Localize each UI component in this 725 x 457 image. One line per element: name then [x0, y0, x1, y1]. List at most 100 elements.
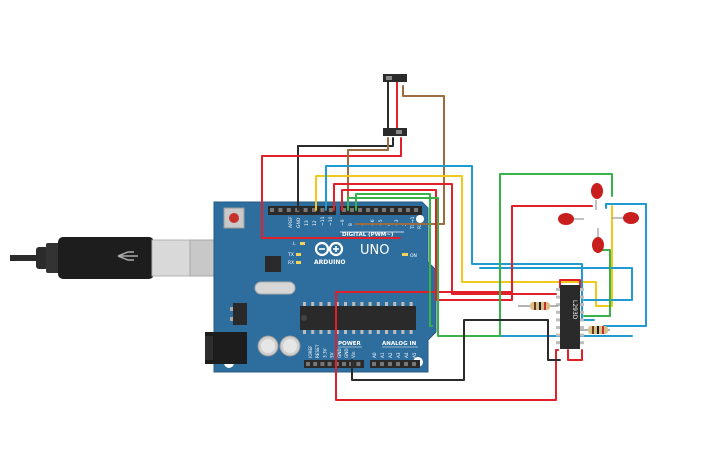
- wire-black-gnd[interactable]: [297, 137, 394, 211]
- pin-hole: [350, 208, 354, 212]
- resistor-band: [544, 302, 546, 310]
- pin-hole: [366, 208, 370, 212]
- on-label: ON: [410, 253, 417, 259]
- chip-pin: [393, 330, 397, 334]
- analog-pin-label: A2: [388, 352, 393, 358]
- pin-hole: [278, 208, 283, 212]
- pin-hole: [270, 208, 274, 212]
- resistor-left[interactable]: [518, 302, 558, 310]
- wire-red-ic-bottom[interactable]: [567, 349, 583, 361]
- pin-hole: [390, 208, 394, 212]
- rx-label: RX: [288, 260, 294, 266]
- wire-green-pin9[interactable]: [347, 173, 613, 337]
- wire-red-5v[interactable]: [261, 137, 402, 239]
- capacitor-top: [261, 339, 275, 353]
- l-label: L: [293, 241, 296, 247]
- switch-bottom[interactable]: [383, 128, 407, 136]
- wire-brown[interactable]: [355, 85, 445, 225]
- chip-pin: [376, 302, 380, 306]
- led-bulb: [558, 213, 574, 225]
- pin-hole: [328, 208, 333, 212]
- wire-red-pin9[interactable]: [341, 189, 593, 301]
- chip-pin: [360, 302, 364, 306]
- pin-hole: [388, 362, 392, 366]
- ic-pin: [556, 288, 560, 291]
- reset-button-cap[interactable]: [229, 213, 239, 223]
- chip-pin: [344, 302, 347, 306]
- pin-label-5: ~5: [378, 219, 384, 226]
- pin-hole: [356, 362, 361, 366]
- power-label: POWER: [338, 341, 362, 347]
- arduino-logo-icon: [314, 241, 344, 257]
- ic-pin: [556, 310, 560, 314]
- chip-pin: [368, 330, 372, 334]
- wire-yellow-pin12[interactable]: [315, 175, 613, 307]
- wire-red-pin10[interactable]: [333, 183, 557, 295]
- resistor-band: [602, 326, 604, 334]
- wire-blue-led[interactable]: [603, 203, 647, 327]
- usb-plug-metal: [151, 239, 191, 277]
- ic-pin: [580, 341, 584, 345]
- wire-red-vin[interactable]: [335, 349, 559, 401]
- led-top[interactable]: [591, 183, 603, 210]
- led-bulb: [623, 212, 639, 224]
- chip-pin: [376, 330, 380, 334]
- pin-label-8: 8: [348, 223, 354, 226]
- wire-brown-2[interactable]: [347, 137, 389, 211]
- slide-switch[interactable]: [383, 74, 407, 136]
- atmega-chip: [300, 306, 416, 330]
- analog-pin-label: A3: [396, 352, 401, 358]
- chip-pin: [303, 302, 306, 306]
- chip-pin: [409, 302, 413, 306]
- chip-pin: [319, 302, 323, 306]
- ic-body: [560, 285, 580, 349]
- led-left[interactable]: [558, 213, 584, 225]
- wire-black-gnd-ic[interactable]: [351, 319, 561, 381]
- analog-label: ANALOG IN: [382, 341, 417, 347]
- resistor-right[interactable]: [580, 326, 610, 334]
- analog-pin-label: A1: [380, 352, 385, 358]
- wire-blue-2[interactable]: [479, 267, 633, 301]
- pin-hole: [414, 208, 418, 212]
- pin-hole: [406, 208, 410, 212]
- switch-top[interactable]: [383, 74, 407, 82]
- l293d-driver[interactable]: L293D: [556, 285, 584, 349]
- ic-pin: [556, 341, 560, 345]
- ic-pin: [556, 295, 560, 299]
- chip-pins: [303, 302, 413, 334]
- wire-blue-pin11[interactable]: [325, 165, 595, 321]
- led-bulb: [592, 237, 604, 253]
- wire-green-led[interactable]: [583, 249, 611, 317]
- usb-cable[interactable]: [10, 237, 235, 279]
- pin-hole: [320, 208, 325, 212]
- led-bottom[interactable]: [592, 228, 604, 253]
- chip-pin: [344, 330, 347, 334]
- top-pin-holes: [270, 208, 418, 212]
- pin-hole: [396, 362, 400, 366]
- digital-label: DIGITAL (PWM~): [342, 232, 394, 238]
- switch-top-knob: [386, 76, 392, 80]
- pin-label-9: ~9: [340, 219, 346, 226]
- chip-pin: [368, 302, 372, 306]
- pin-hole: [374, 208, 378, 212]
- pin-label-gnd: GND: [296, 217, 302, 228]
- usb-controller-chip: [265, 256, 281, 272]
- chip-pin: [335, 302, 339, 306]
- analog-pin-label: A0: [372, 352, 377, 358]
- wire-green-pin8[interactable]: [355, 193, 433, 327]
- power-pin-label: 5V: [330, 352, 335, 358]
- brand-label: ARDUINO: [314, 259, 345, 266]
- header-power: [304, 360, 364, 368]
- on-led: [402, 253, 408, 256]
- voltage-regulator: [233, 303, 247, 325]
- header-analog: [370, 360, 420, 368]
- pin-hole: [303, 208, 308, 212]
- arduino-uno-board[interactable]: AREF GND 13 12 ~11 ~10 ~9 8 7 ~6 ~5 4 ~3…: [205, 201, 437, 373]
- pin-hole: [327, 362, 332, 366]
- chip-pin: [303, 330, 306, 334]
- chip-pin: [327, 330, 331, 334]
- pin-hole: [358, 208, 362, 212]
- led-right[interactable]: [612, 212, 639, 224]
